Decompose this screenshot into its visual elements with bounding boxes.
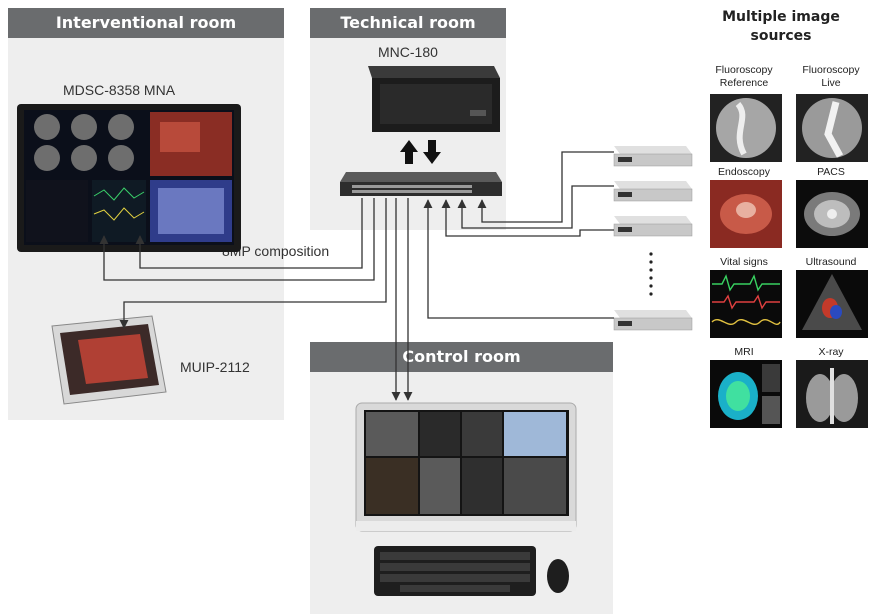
thumb-pacs xyxy=(796,180,868,248)
encoder-box-2 xyxy=(613,181,693,202)
source-label-vital-signs: Vital signs xyxy=(720,256,768,268)
encoder-box-3 xyxy=(613,216,693,237)
mouse xyxy=(547,559,569,593)
surgical-display xyxy=(17,104,241,252)
main-display-label: MDSC-8358 MNA xyxy=(63,82,176,98)
technical-room-header: Technical room xyxy=(310,8,506,38)
source-label-fluoro-live: Fluoroscopy Live xyxy=(802,64,860,89)
thumb-ultrasound xyxy=(796,270,868,338)
server-chassis xyxy=(368,66,500,132)
more-sources-dots xyxy=(649,252,653,296)
thumb-fluoro-reference xyxy=(710,94,782,162)
source-label-mri: MRI xyxy=(734,346,754,358)
keyboard xyxy=(374,546,536,596)
source-label-endoscopy: Endoscopy xyxy=(718,166,770,178)
source-label-pacs: PACS xyxy=(817,166,845,178)
control-room-header: Control room xyxy=(310,342,613,372)
control-monitor xyxy=(355,402,577,532)
sources-title: Multiple image sources xyxy=(706,8,856,46)
source-label-fluoro-reference: Fluoroscopy Reference xyxy=(715,64,773,89)
thumb-xray xyxy=(796,360,868,428)
source-label-xray: X-ray xyxy=(818,346,844,358)
thumb-fluoro-live xyxy=(796,94,868,162)
encoder-box-4 xyxy=(613,310,693,331)
thumb-vital-signs xyxy=(710,270,782,338)
composition-label: 8MP composition xyxy=(222,243,330,259)
server-switch-arrows xyxy=(400,140,441,164)
source-label-ultrasound: Ultrasound xyxy=(805,256,857,268)
encoder-box-1 xyxy=(613,146,693,167)
thumb-mri xyxy=(710,360,782,428)
thumb-endoscopy xyxy=(710,180,782,248)
sources-title-line2: sources xyxy=(750,28,812,44)
sources-title-line1: Multiple image xyxy=(722,9,840,25)
network-switch xyxy=(340,172,502,196)
tablet-label: MUIP-2112 xyxy=(180,359,250,375)
tablet-device xyxy=(51,315,167,405)
interventional-room-header: Interventional room xyxy=(8,8,284,38)
server-label: MNC-180 xyxy=(378,44,438,60)
